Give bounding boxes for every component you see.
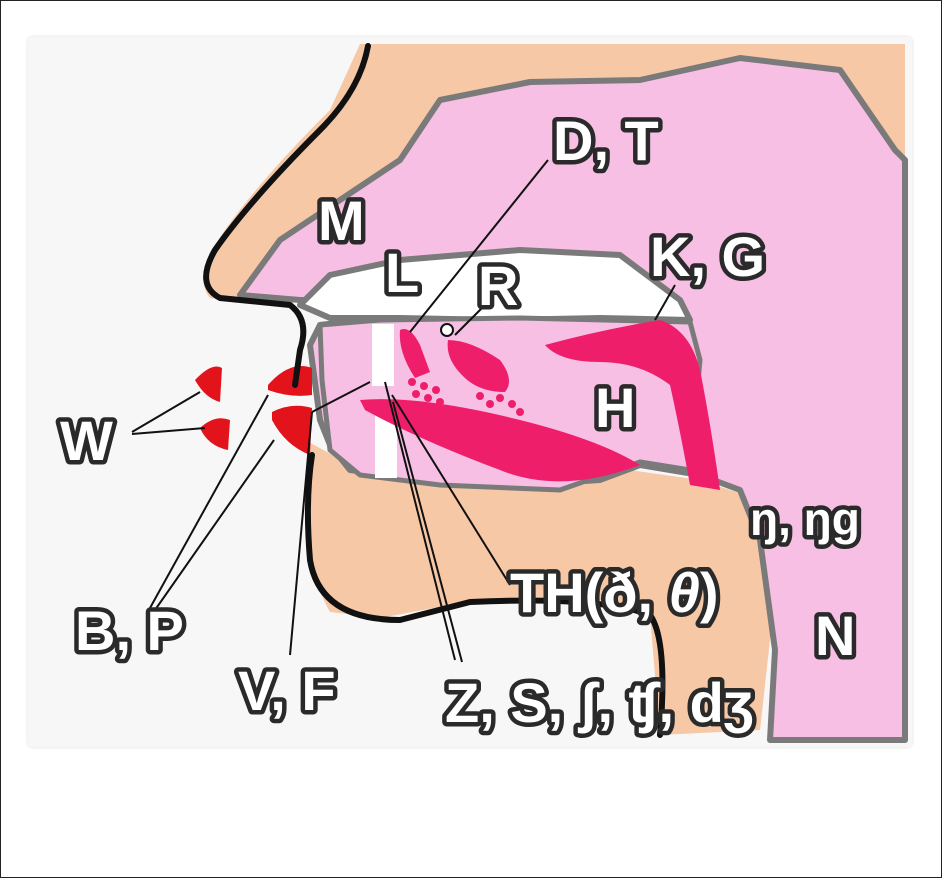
- label-th: TH(ð, θ): [510, 561, 719, 624]
- label-k-g: K, G: [650, 225, 765, 288]
- label-th-open: TH(ð,: [510, 561, 653, 624]
- label-l: L: [385, 241, 419, 304]
- label-w: W: [60, 409, 113, 472]
- label-b-p: B, P: [75, 599, 184, 662]
- lower-lip: [272, 406, 312, 455]
- label-h: H: [595, 376, 635, 439]
- label-v-f: V, F: [238, 659, 336, 722]
- label-r: R: [478, 254, 518, 317]
- label-n: N: [815, 604, 855, 667]
- w-lower-lip: [200, 418, 230, 450]
- label-th-theta: θ: [669, 561, 700, 624]
- label-d-t: D, T: [553, 109, 659, 172]
- label-th-close: ): [700, 561, 719, 624]
- label-m: M: [318, 189, 365, 252]
- label-eng: ŋ, ŋg: [750, 493, 860, 545]
- w-upper-lip: [195, 367, 222, 403]
- label-z-s: Z, S, ʃ, ʧ, dʒ: [445, 671, 753, 734]
- upper-lip: [268, 366, 312, 396]
- r-point-marker: [441, 324, 453, 336]
- upper-teeth: [372, 324, 394, 386]
